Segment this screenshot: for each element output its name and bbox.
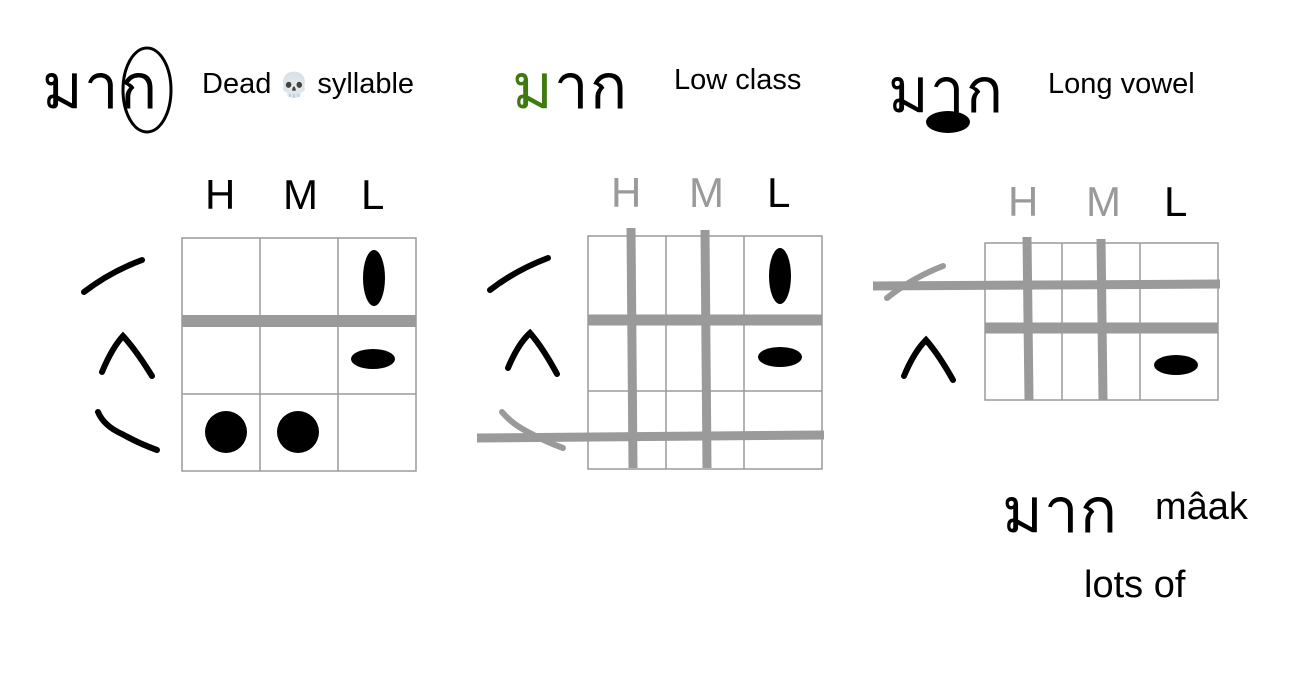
panel2-header-m: M [689, 169, 724, 216]
panel2-strike-h [626, 227, 638, 469]
panel2-header-h: H [611, 169, 642, 216]
panel2-strike-m [700, 229, 712, 469]
panel1-marker-tall [363, 250, 385, 306]
panel3-header-l: L [1164, 178, 1188, 225]
panel3-header-m: M [1086, 178, 1121, 225]
long-vowel-marker [926, 111, 970, 133]
panel1-header-m: M [283, 171, 318, 218]
panel1-tone-grid [181, 237, 417, 472]
panel2-word-rest: าก [553, 50, 629, 123]
panel2-strike-low-row [476, 430, 825, 443]
panel3-rising-contour-struck [884, 263, 946, 301]
panel1-marker-dot-m [277, 411, 319, 453]
panel2-marker-flat [758, 347, 802, 367]
panel1-word: มาก [42, 56, 158, 118]
panel3-strike-m [1096, 238, 1108, 401]
panel2-falling-contour [505, 328, 560, 377]
panel1-marker-dot-h [205, 411, 247, 453]
panel1-final-consonant: ก [119, 50, 159, 123]
panel3-label: Long vowel [1048, 68, 1195, 100]
panel1-marker-flat [351, 349, 395, 369]
panel1-header-h: H [205, 171, 236, 218]
result-romanization: mâak [1155, 486, 1248, 528]
panel1-header-l: L [361, 171, 385, 218]
result-word: มาก [1002, 474, 1119, 547]
panel3-marker-flat [1154, 355, 1198, 375]
panel1-word-start: มา [42, 50, 120, 123]
panel1-label-dead: Dead [202, 68, 272, 100]
skull-icon: 💀 [279, 72, 310, 99]
panel1-rising-contour [81, 257, 145, 295]
panel3-header-h: H [1008, 178, 1039, 225]
panel1-low-contour [95, 409, 160, 453]
panel2-label: Low class [674, 64, 802, 96]
panel1-label-syllable: syllable [317, 68, 415, 100]
final-consonant-circle [121, 46, 173, 134]
panel2-initial-consonant: ม [512, 50, 554, 123]
panel2-marker-tall [769, 248, 791, 304]
panel1-label: Dead 💀 syllable [202, 70, 414, 99]
panel2-word: มาก [512, 56, 628, 118]
panel2-rising-contour [487, 255, 551, 293]
panel3-strike-h [1022, 236, 1034, 401]
panel3-word: มาก [888, 54, 1005, 127]
panel3-strike-top-row [872, 279, 1221, 291]
result-meaning: lots of [1084, 564, 1186, 606]
panel1-falling-contour [99, 331, 155, 379]
panel2-low-contour-struck [499, 409, 566, 451]
panel2-header-l: L [767, 169, 791, 216]
panel3-falling-contour [901, 335, 956, 383]
